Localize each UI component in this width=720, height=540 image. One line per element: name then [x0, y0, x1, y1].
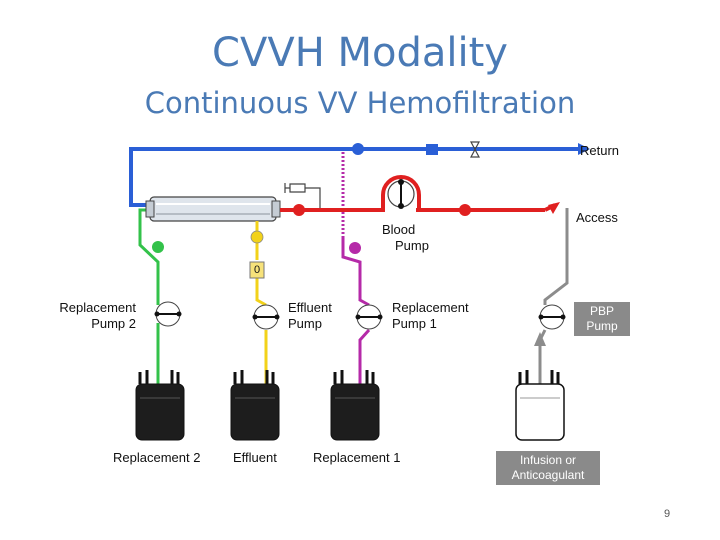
return-clamp-icon: [470, 141, 480, 158]
effluent-connector: [250, 230, 264, 244]
post-filter-connector: [293, 204, 305, 216]
replacement-pump-1-icon: [355, 304, 383, 330]
replacement-pump-2-icon: [154, 301, 182, 327]
pressure-pod-label: 0: [253, 264, 261, 276]
bag-effluent-label: Effluent: [233, 450, 277, 465]
bag-effluent-icon: [230, 370, 280, 441]
effluent-pump-icon: [252, 304, 280, 330]
access-connector: [459, 204, 471, 216]
bag-infusion-icon: [515, 370, 565, 441]
access-arrowhead: [548, 202, 560, 214]
slide-subtitle: Continuous VV Hemofiltration: [144, 86, 576, 120]
replacement-pump-1-label: Replacement Pump 1: [392, 300, 469, 331]
bag-infusion-label: Infusion or Anticoagulant: [496, 451, 600, 485]
effluent-line: [255, 221, 268, 384]
air-detector: [426, 144, 438, 155]
effluent-pressure-pod: [249, 261, 265, 279]
pbp-pump-label: PBP Pump: [574, 302, 630, 336]
pbp-pump-icon: [538, 304, 566, 330]
bag-replacement-1-icon: [330, 370, 380, 441]
page-number: 9: [664, 508, 671, 520]
replacement-1-line: [341, 238, 371, 384]
filter: [145, 196, 281, 222]
return-arrowhead: [578, 143, 590, 155]
pre-filter-connector: [152, 241, 164, 253]
slide-title: CVVH Modality: [212, 30, 508, 76]
bag-replacement-2-label: Replacement 2: [113, 450, 201, 465]
return-label: Return: [580, 143, 620, 158]
blood-pump: [381, 175, 421, 210]
return-line-connector: [352, 143, 364, 155]
replacement-pump-2-label: Replacement Pump 2: [59, 300, 136, 331]
infusion-arrowhead: [534, 332, 546, 346]
bag-replacement-2-icon: [135, 370, 185, 441]
blood-pump-label: Blood Pump: [382, 222, 429, 253]
bag-replacement-1-label: Replacement 1: [313, 450, 401, 465]
access-label: Access: [576, 210, 618, 225]
effluent-pump-label: Effluent Pump: [288, 300, 332, 331]
replacement-2-line: [138, 208, 160, 384]
replacement-1-connector: [349, 242, 361, 254]
infusion-line: [538, 208, 569, 384]
